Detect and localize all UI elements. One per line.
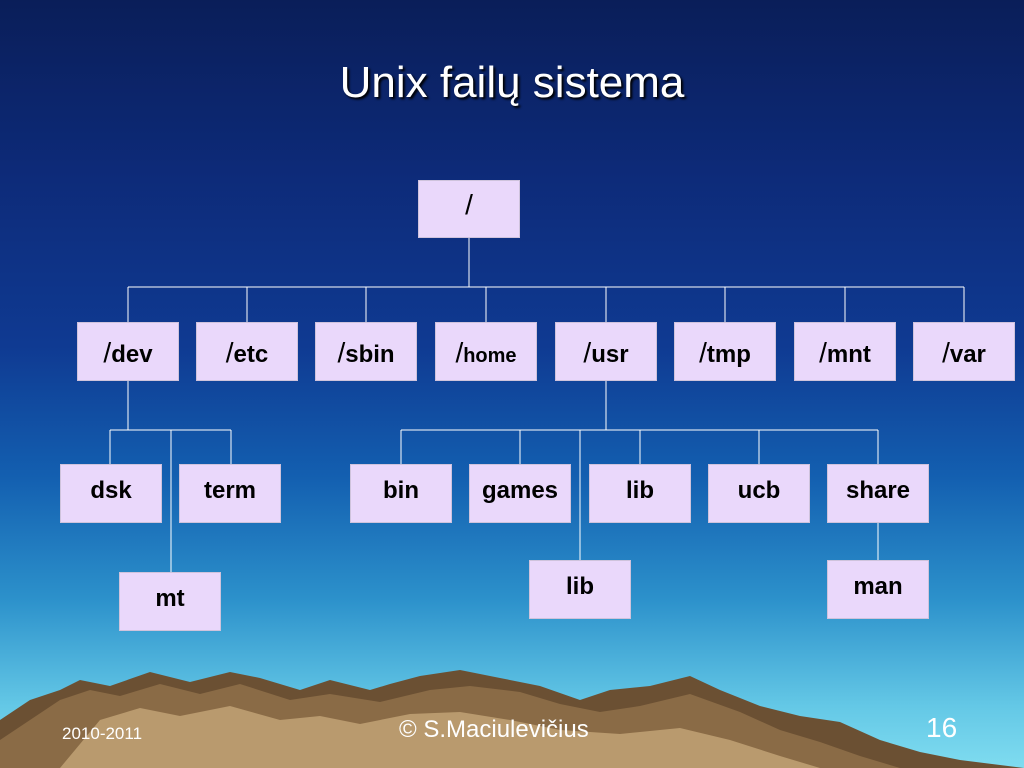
node-bin: bin — [350, 464, 452, 523]
footer-date: 2010-2011 — [62, 724, 143, 743]
node-home-label: home — [463, 345, 517, 367]
node-dev-label: dev — [111, 341, 153, 368]
node-mnt-label: mnt — [826, 341, 871, 368]
node-home: /home — [435, 322, 537, 381]
node-root-label: / — [465, 189, 473, 220]
node-etc-label: etc — [233, 341, 269, 368]
node-mt-label: mt — [155, 585, 185, 612]
node-tmp: /tmp — [674, 322, 776, 381]
node-lib-label: lib — [626, 477, 654, 504]
node-usr-lib: lib — [529, 560, 631, 619]
node-dev: /dev — [77, 322, 179, 381]
node-term-label: term — [203, 477, 257, 504]
node-dsk-label: dsk — [90, 477, 132, 504]
node-etc: /etc — [196, 322, 298, 381]
node-root: / — [418, 180, 520, 238]
node-share: share — [827, 464, 929, 523]
node-games: games — [469, 464, 571, 523]
node-sbin-label: sbin — [345, 341, 395, 368]
node-var: /var — [913, 322, 1015, 381]
node-ucb: ucb — [708, 464, 810, 523]
node-bin-label: bin — [383, 477, 419, 504]
node-share-label: share — [845, 477, 911, 504]
node-man-label: man — [853, 573, 903, 600]
slide-title: Unix failų sistema — [339, 58, 685, 107]
footer-author: © S.Maciulevičius — [399, 716, 589, 743]
node-lib: lib — [589, 464, 691, 523]
node-usr-lib-label: lib — [566, 573, 594, 600]
node-ucb-label: ucb — [737, 477, 781, 504]
node-games-label: games — [481, 477, 559, 504]
page-number: 16 — [926, 712, 958, 743]
node-tmp-label: tmp — [706, 341, 751, 368]
node-usr: /usr — [555, 322, 657, 381]
node-sbin: /sbin — [315, 322, 417, 381]
node-term: term — [179, 464, 281, 523]
node-mnt: /mnt — [794, 322, 896, 381]
node-mt: mt — [119, 572, 221, 631]
node-man: man — [827, 560, 929, 619]
node-dsk: dsk — [60, 464, 162, 523]
node-var-label: var — [949, 341, 986, 368]
node-usr-label: usr — [591, 341, 629, 368]
